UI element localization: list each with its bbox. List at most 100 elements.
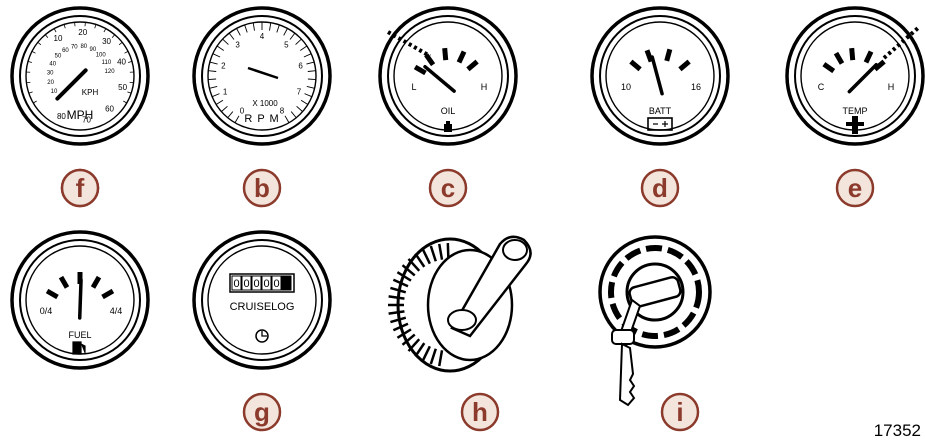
speedo-tick-1 bbox=[28, 91, 33, 94]
gauge-c-tick-2 bbox=[442, 47, 449, 61]
speedo-inner-label: 60 bbox=[62, 48, 69, 54]
speedo-unit-label: MPH bbox=[67, 108, 94, 122]
speedo-tick-5 bbox=[31, 51, 36, 54]
gauge-c-bezel-ring bbox=[387, 15, 509, 137]
badge-d: d bbox=[640, 168, 680, 208]
gauge-e-high-label: H bbox=[888, 82, 895, 92]
gauge-f-high-label: 4/4 bbox=[110, 306, 123, 316]
temp-pointer-mark bbox=[882, 26, 920, 60]
tach-tick-0 bbox=[234, 115, 240, 123]
speedo-tick-15 bbox=[118, 42, 123, 46]
hour-counter-cell bbox=[261, 275, 272, 291]
speedo-tick-14 bbox=[111, 34, 116, 38]
tach-tick-22 bbox=[299, 45, 308, 51]
trim-lever-tip bbox=[502, 239, 528, 261]
gauge-d-tick-2 bbox=[664, 48, 673, 62]
speedo-outer-label: 40 bbox=[117, 57, 126, 66]
gauge-f-tick-1 bbox=[58, 275, 70, 289]
knurl-line bbox=[392, 322, 409, 332]
speedo-inner-label: 90 bbox=[90, 47, 97, 53]
ignition-ring bbox=[608, 245, 702, 339]
tach-tick-3 bbox=[215, 99, 224, 105]
hour-counter-cell bbox=[241, 275, 252, 291]
gauge-a-bezel-ring bbox=[19, 15, 141, 137]
speedo-tick-8 bbox=[53, 28, 57, 33]
gauge-e-tick-4 bbox=[873, 59, 886, 72]
badge-f: f bbox=[60, 168, 100, 208]
gauge-e-tick-3 bbox=[863, 50, 874, 64]
tach-tick-31 bbox=[290, 111, 297, 119]
gauge-f-name-label: FUEL bbox=[68, 330, 91, 340]
gauge-c-tick-4 bbox=[466, 59, 479, 72]
gauge-e-bezel-ring bbox=[794, 15, 916, 137]
tach-needle bbox=[247, 66, 279, 80]
hour-counter-cell bbox=[251, 275, 262, 291]
hour-counter-digit: 1 bbox=[283, 278, 289, 290]
gauge-c-high-label: H bbox=[481, 82, 488, 92]
speedo-inner-label: 80 bbox=[80, 44, 87, 50]
tach-tick-19 bbox=[283, 28, 288, 36]
gauge-e-tick-2 bbox=[849, 47, 856, 61]
badge-g: g bbox=[242, 392, 282, 432]
tach-tick-12 bbox=[228, 32, 235, 40]
speedo-inner-label: 30 bbox=[47, 71, 54, 77]
speedo-tick-0 bbox=[33, 100, 37, 104]
badge-i-letter: i bbox=[676, 397, 683, 427]
badge-d-letter: d bbox=[652, 173, 668, 203]
trim-lever-control bbox=[388, 235, 532, 373]
gauge-f-tick-0 bbox=[45, 288, 59, 300]
speedo-inner-label: 50 bbox=[55, 54, 62, 60]
speedo-outer-label: 10 bbox=[54, 34, 63, 43]
gauge-f-bezel-ring bbox=[19, 239, 141, 361]
hour-counter-frame bbox=[229, 273, 295, 293]
tach-scale-label: 4 bbox=[260, 32, 265, 41]
knurl-line bbox=[390, 286, 407, 294]
badge-b-circle bbox=[242, 168, 282, 208]
hour-counter-digit: 0 bbox=[253, 278, 259, 290]
gauge-c-tick-3 bbox=[456, 50, 467, 64]
knurl-line bbox=[401, 333, 416, 346]
speedo-outer-label: 20 bbox=[78, 28, 87, 37]
speedo-tick-6 bbox=[37, 42, 42, 46]
knurl-line bbox=[388, 310, 405, 315]
speedo-tick-17 bbox=[128, 60, 133, 63]
tach-tick-18 bbox=[276, 24, 280, 33]
gauge-d-tick-3 bbox=[678, 59, 691, 72]
tach-tick-32 bbox=[284, 115, 290, 123]
knurl-line bbox=[390, 316, 407, 324]
speedo-inner-unit: KPH bbox=[82, 88, 99, 97]
tach-scale-label: 2 bbox=[221, 62, 226, 71]
gauge-b-bezel-ring bbox=[201, 15, 323, 137]
clock-hands bbox=[261, 331, 267, 337]
gauge-d-name-label: BATT bbox=[649, 106, 672, 116]
tach-tick-25 bbox=[307, 70, 316, 72]
badge-i: i bbox=[660, 392, 700, 432]
clock-icon bbox=[255, 329, 269, 343]
badge-b: b bbox=[242, 168, 282, 208]
gauge-d-bezel-outer bbox=[590, 6, 730, 146]
gauge-g-dial-face bbox=[207, 245, 317, 355]
hour-counter-cell bbox=[231, 275, 242, 291]
hour-counter-digit: 0 bbox=[263, 278, 269, 290]
speedo-outer-label: 30 bbox=[102, 37, 111, 46]
knurl-line bbox=[429, 348, 437, 365]
gauge-d-tick-0 bbox=[629, 59, 642, 72]
tach-tick-15 bbox=[252, 22, 255, 31]
speedo-outer-label: 80 bbox=[57, 112, 66, 121]
gauge-f-tick-4 bbox=[101, 288, 115, 300]
gauge-d-tick-1 bbox=[644, 49, 654, 63]
badge-c-letter: c bbox=[441, 173, 455, 203]
speedo-outer-label: 70 bbox=[82, 116, 91, 125]
tach-tick-23 bbox=[303, 53, 312, 58]
thermometer-icon bbox=[846, 116, 864, 134]
gauge-c-tick-0 bbox=[413, 64, 427, 76]
knurl-line bbox=[392, 278, 409, 288]
speedo-tick-16 bbox=[124, 51, 129, 54]
tach-scale-label: 7 bbox=[297, 87, 302, 96]
badge-c: c bbox=[428, 168, 468, 208]
badge-h-circle bbox=[460, 392, 500, 432]
